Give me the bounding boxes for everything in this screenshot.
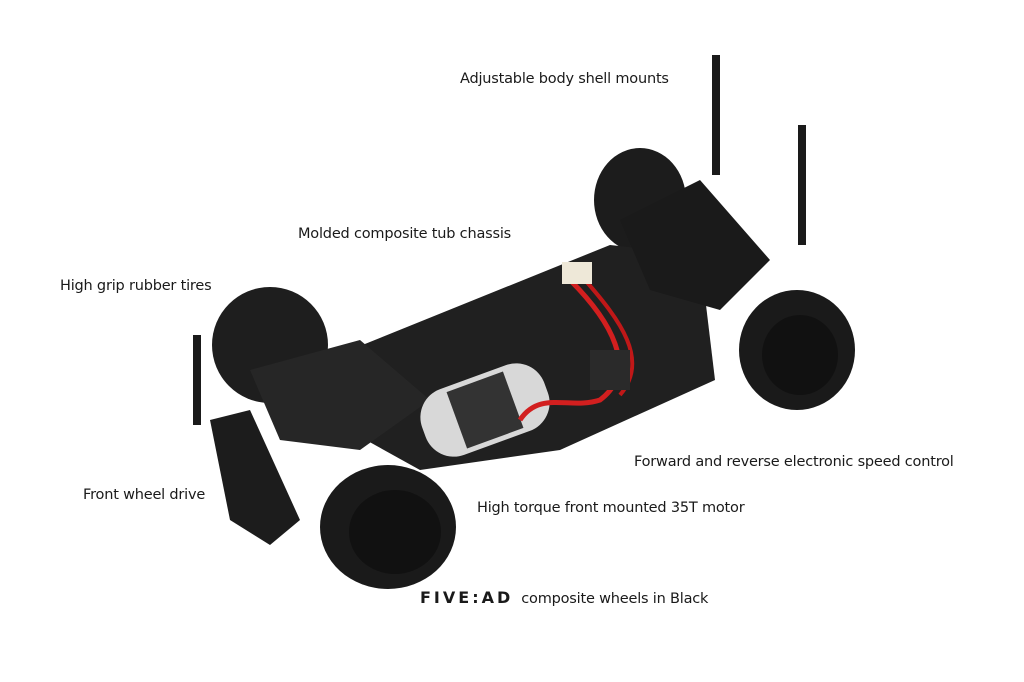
label-wheels: FIVE:AD composite wheels in Black — [420, 588, 708, 607]
body-mount-rear-1 — [712, 55, 720, 175]
five-ad-logo: FIVE:AD — [420, 588, 514, 607]
label-rubber-tires: High grip rubber tires — [60, 278, 212, 294]
label-front-wheel-drive: Front wheel drive — [83, 487, 206, 503]
body-mount-front-1 — [193, 335, 201, 425]
label-motor: High torque front mounted 35T motor — [477, 500, 745, 516]
front-bulkhead — [250, 340, 430, 450]
label-tub-chassis: Molded composite tub chassis — [298, 226, 512, 242]
label-wheels-text: composite wheels in Black — [521, 591, 709, 607]
rear-bulkhead — [620, 180, 770, 310]
connector — [562, 262, 592, 284]
esc — [590, 350, 630, 390]
label-speed-control: Forward and reverse electronic speed con… — [634, 454, 954, 470]
label-body-shell-mounts: Adjustable body shell mounts — [460, 71, 669, 87]
body-mount-rear-2 — [798, 125, 806, 245]
front-bumper — [210, 410, 300, 545]
